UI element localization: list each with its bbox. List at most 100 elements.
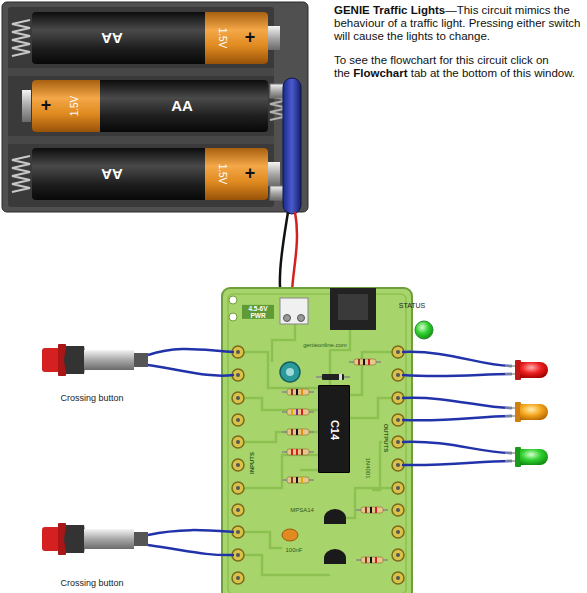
capacitor-label: 100nF bbox=[284, 547, 303, 554]
power-jack-part bbox=[330, 288, 376, 330]
diode-label: 1N4001 bbox=[365, 456, 372, 479]
resistor-symbol-part-part bbox=[287, 389, 309, 395]
terminal-hole-part bbox=[396, 576, 400, 580]
battery-contact-part bbox=[268, 162, 280, 186]
board-url: genieonline.com bbox=[302, 342, 348, 349]
amber-led-part bbox=[505, 407, 516, 409]
signal-wire-part bbox=[148, 365, 234, 376]
push-button-part bbox=[134, 532, 148, 546]
green-led-part bbox=[520, 449, 548, 465]
signal-wire-part bbox=[402, 352, 512, 366]
resistor-symbol-part-part bbox=[296, 449, 298, 455]
pcb-trace-part bbox=[350, 352, 392, 395]
status-label: STATUS bbox=[399, 302, 426, 309]
terminal-pad-part bbox=[232, 414, 244, 426]
transistor-symbol bbox=[324, 509, 346, 564]
battery: AA1.5V+ bbox=[32, 12, 268, 64]
terminal-pad-part bbox=[232, 482, 244, 494]
button-label: Crossing button bbox=[60, 393, 123, 403]
diode-symbol bbox=[316, 374, 350, 380]
resistor-symbol-part-part bbox=[296, 389, 298, 395]
resistor-symbol-part bbox=[356, 507, 388, 513]
mounting-hole bbox=[229, 296, 237, 321]
battery-spring-part bbox=[12, 156, 30, 192]
terminal-pad-part bbox=[232, 504, 244, 516]
push-button-part bbox=[134, 353, 148, 367]
diode-symbol-part bbox=[322, 374, 344, 380]
push-button bbox=[42, 523, 148, 555]
resistor-symbol-part bbox=[356, 557, 388, 563]
terminal-pad-part bbox=[232, 392, 244, 404]
resistor-symbol bbox=[282, 359, 388, 563]
button-label: Crossing button bbox=[60, 578, 123, 588]
resistor-symbol-part-part bbox=[296, 409, 298, 415]
battery-voltage: 1.5V bbox=[217, 164, 228, 185]
amber-led-part bbox=[520, 404, 548, 420]
push-button-part bbox=[64, 346, 86, 374]
paragraph: GENIE Traffic Lights—This circuit mimics… bbox=[334, 4, 584, 43]
terminal-hole-part bbox=[236, 396, 240, 400]
mounting-hole-part bbox=[229, 296, 237, 304]
resistor-symbol-part-part bbox=[291, 477, 293, 483]
battery-contact-part bbox=[22, 90, 31, 122]
terminal-hole-part bbox=[236, 350, 240, 354]
battery-holder-part bbox=[8, 68, 274, 76]
battery: AA1.5V+ bbox=[32, 148, 268, 200]
transistor-symbol-part bbox=[324, 509, 346, 524]
battery-spring-part bbox=[12, 20, 30, 56]
terminal-hole-part bbox=[236, 508, 240, 512]
resistor-symbol-part-part bbox=[287, 477, 309, 483]
resistor-symbol-part-part bbox=[354, 359, 376, 365]
terminal-hole-part bbox=[236, 530, 240, 534]
signal-wire-part bbox=[402, 374, 512, 376]
resistor-symbol-part-part bbox=[287, 449, 309, 455]
push-button bbox=[42, 344, 148, 376]
pcb-trace-part bbox=[244, 398, 318, 410]
battery-connector-part bbox=[283, 78, 301, 214]
diode-symbol-part bbox=[339, 374, 342, 380]
resistor-symbol-part-part bbox=[363, 359, 365, 365]
resistor-symbol-part-part bbox=[370, 507, 372, 513]
resistor-symbol-part-part bbox=[296, 477, 298, 483]
green-led-part bbox=[505, 460, 516, 462]
status-led bbox=[415, 321, 433, 339]
power-terminal-part bbox=[284, 315, 291, 322]
green-led-part bbox=[505, 452, 516, 454]
mounting-hole-part bbox=[229, 313, 237, 321]
terminal-pad-part bbox=[232, 459, 244, 471]
signal-wire-part bbox=[402, 442, 512, 453]
resistor-symbol-part bbox=[282, 477, 314, 483]
inputs-label: INPUTS bbox=[249, 451, 256, 475]
terminal-hole-part bbox=[236, 486, 240, 490]
signal-wire-part bbox=[402, 416, 512, 420]
terminal-hole-part bbox=[396, 486, 400, 490]
resistor-symbol-part bbox=[282, 409, 314, 415]
resistor-symbol-part-part bbox=[291, 409, 293, 415]
outputs-label: OUTPUTS bbox=[383, 423, 390, 454]
power-label: 4.5-6V PWR bbox=[242, 305, 274, 319]
pcb-trace-part bbox=[300, 469, 318, 472]
transistor-label: MPSA14 bbox=[289, 507, 315, 514]
push-button-part bbox=[84, 529, 134, 549]
red-led-part bbox=[505, 365, 516, 367]
amber-led-part bbox=[505, 415, 516, 417]
push-button-part bbox=[84, 350, 134, 370]
push-button-part bbox=[42, 348, 60, 372]
push-button-part bbox=[64, 525, 86, 553]
pcb-trace-part bbox=[272, 324, 295, 362]
resistor-symbol-part-part bbox=[358, 359, 360, 365]
green-led bbox=[505, 447, 548, 467]
pcb-trace-part bbox=[244, 555, 330, 575]
battery: +1.5VAA bbox=[32, 80, 268, 132]
transistor-symbol-part bbox=[324, 549, 346, 564]
signal-wire-part bbox=[402, 398, 512, 408]
resistor-symbol-part bbox=[282, 429, 314, 435]
resistor-symbol-part-part bbox=[301, 429, 303, 435]
resistor-symbol-part bbox=[282, 449, 314, 455]
terminal-hole-part bbox=[236, 553, 240, 557]
resistor-symbol-part-part bbox=[296, 429, 298, 435]
signal-wire bbox=[148, 349, 512, 555]
signal-wire-part bbox=[148, 530, 234, 535]
terminal-hole-part bbox=[396, 530, 400, 534]
